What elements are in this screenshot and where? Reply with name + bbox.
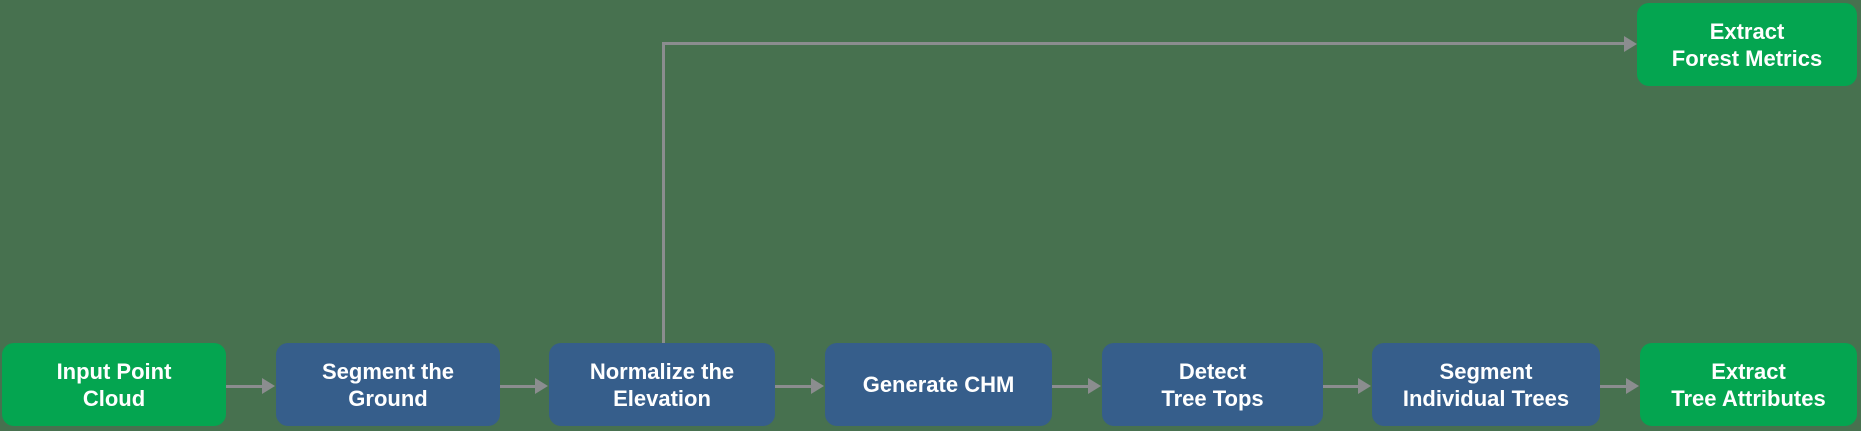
connector-segment-ground-to-normalize (500, 378, 548, 394)
connector-normalize-to-generate-chm (775, 378, 824, 394)
arrowhead-icon (262, 378, 275, 394)
node-segment-ground: Segment the Ground (276, 343, 500, 426)
node-detect-tree-tops: Detect Tree Tops (1102, 343, 1323, 426)
arrow-shaft (1052, 384, 1089, 388)
connector-detect-to-segment-trees (1323, 378, 1371, 394)
arrow-shaft (226, 384, 263, 388)
arrowhead-icon (1626, 378, 1639, 394)
arrow-shaft (1600, 384, 1627, 388)
node-normalize-elevation: Normalize the Elevation (549, 343, 775, 426)
arrowhead-icon (1088, 378, 1101, 394)
elbow-horizontal-segment (662, 42, 1625, 45)
connector-segment-trees-to-attributes (1600, 378, 1639, 394)
connector-input-to-segment-ground (226, 378, 275, 394)
node-input-point-cloud: Input Point Cloud (2, 343, 226, 426)
node-segment-individual-trees: Segment Individual Trees (1372, 343, 1600, 426)
node-extract-forest-metrics: Extract Forest Metrics (1637, 3, 1857, 86)
arrow-shaft (1323, 384, 1359, 388)
arrowhead-icon (1624, 35, 1637, 52)
arrowhead-icon (535, 378, 548, 394)
arrow-shaft (500, 384, 536, 388)
node-generate-chm: Generate CHM (825, 343, 1052, 426)
connector-generate-chm-to-detect (1052, 378, 1101, 394)
arrowhead-icon (811, 378, 824, 394)
arrowhead-icon (1358, 378, 1371, 394)
node-extract-tree-attributes: Extract Tree Attributes (1640, 343, 1857, 426)
arrow-shaft (775, 384, 812, 388)
elbow-vertical-segment (662, 42, 665, 343)
